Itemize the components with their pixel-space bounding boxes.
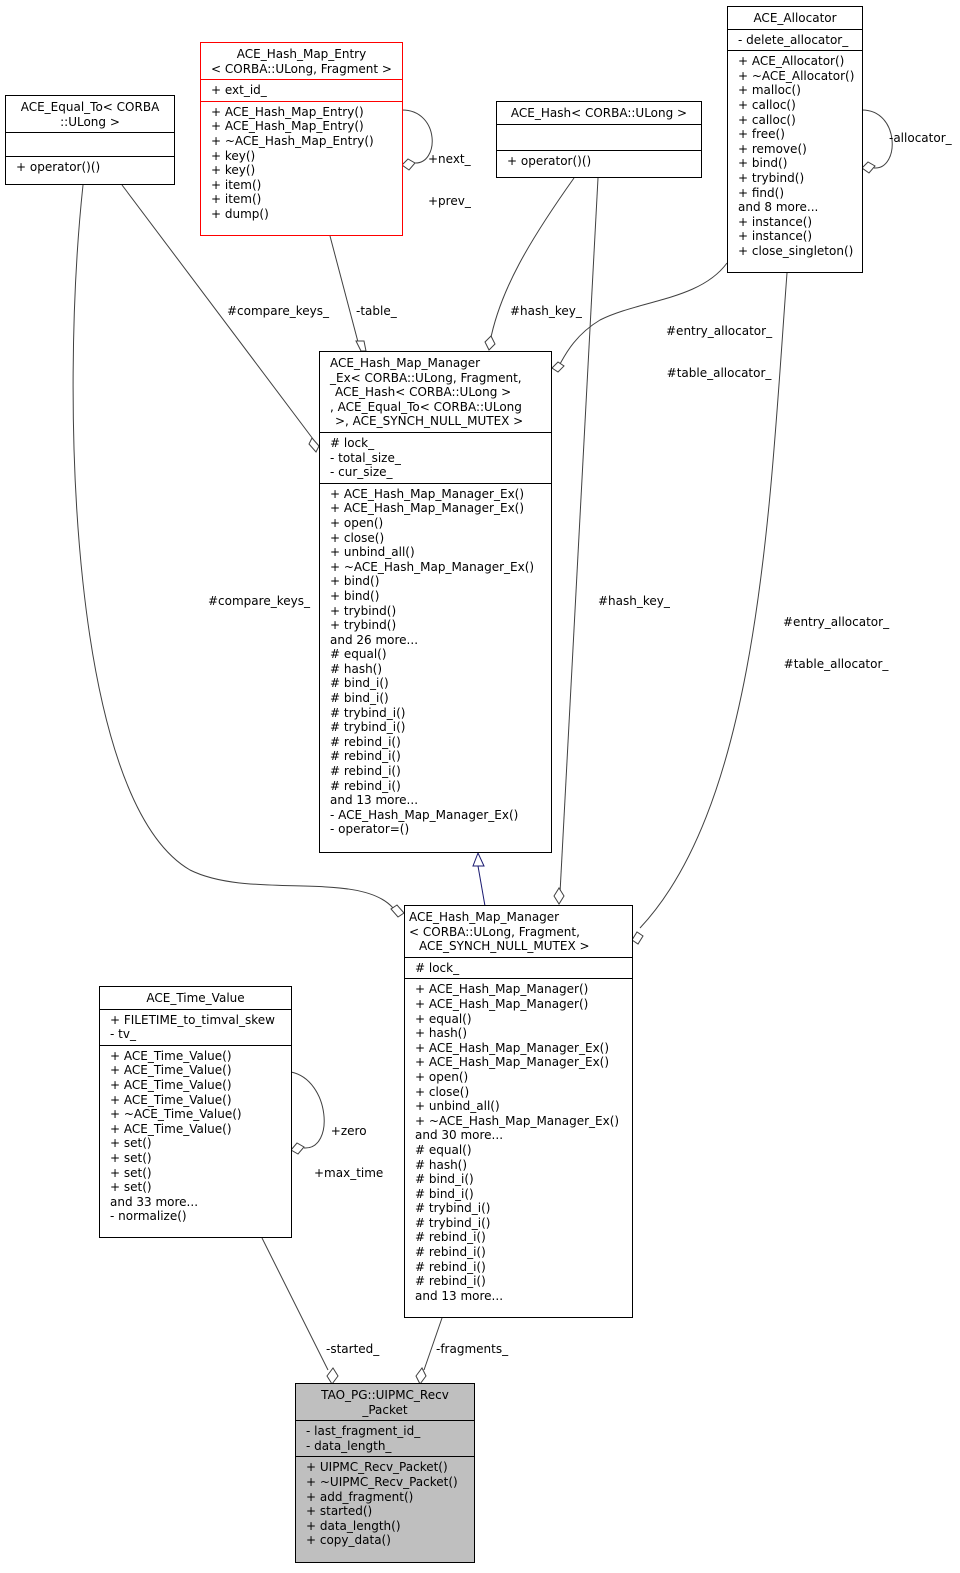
label-compare-keys-mid: #compare_keys_ (208, 594, 310, 608)
methods-section: + ACE_Time_Value() + ACE_Time_Value() + … (100, 1044, 291, 1227)
class-time-value[interactable]: ACE_Time_Value + FILETIME_to_timval_skew… (99, 986, 292, 1238)
edge-allocator-self (861, 109, 893, 169)
label-allocator-top: #entry_allocator_ #table_allocator_ (666, 324, 773, 380)
label-allocator-mid: #entry_allocator_ #table_allocator_ (783, 615, 890, 671)
class-title: ACE_Hash_Map_Manager _Ex< CORBA::ULong, … (330, 356, 524, 429)
class-title: ACE_Equal_To< CORBA ::ULong > (20, 100, 160, 129)
diamond-started (326, 1367, 339, 1385)
attributes-section (497, 123, 701, 150)
class-title: TAO_PG::UIPMC_Recv _Packet (321, 1388, 449, 1417)
edge-started (261, 1237, 329, 1371)
class-hash-map-manager-ex[interactable]: ACE_Hash_Map_Manager _Ex< CORBA::ULong, … (319, 351, 552, 853)
attributes-section: - last_fragment_id_ - data_length_ (296, 1420, 474, 1456)
methods-section: + ACE_Hash_Map_Manager_Ex() + ACE_Hash_M… (320, 482, 551, 840)
diamond-compare-keys-top (308, 437, 320, 453)
methods-section: + operator()() (497, 149, 701, 172)
diamond-table (355, 340, 367, 352)
edge-allocator-top (559, 262, 728, 365)
label-compare-keys-top: #compare_keys_ (227, 304, 329, 318)
diamond-allocator-self (861, 161, 876, 174)
attributes-section (6, 132, 174, 156)
edge-inheritance (477, 865, 486, 907)
edge-compare-keys-top (121, 184, 317, 444)
label-next-prev: +next_ +prev_ (428, 152, 471, 208)
edge-hash-key-mid (559, 177, 599, 894)
attributes-section: + FILETIME_to_timval_skew - tv_ (100, 1008, 291, 1045)
methods-section: + UIPMC_Recv_Packet() + ~UIPMC_Recv_Pack… (296, 1456, 474, 1551)
label-started: -started_ (326, 1342, 380, 1356)
label-allocator-self: -allocator_ (889, 131, 952, 145)
edge-hash-key-top (489, 177, 575, 343)
edge-entry-self (401, 109, 433, 164)
methods-section: + ACE_Allocator() + ~ACE_Allocator() + m… (728, 50, 862, 261)
attributes-section: + ext_id_ (201, 79, 402, 101)
class-equal-to[interactable]: ACE_Equal_To< CORBA ::ULong > + operator… (5, 95, 175, 185)
diamond-hash-key-mid (553, 887, 565, 905)
diamond-hash-key-top (484, 335, 496, 351)
class-title: ACE_Hash< CORBA::ULong > (510, 106, 688, 120)
edge-allocator-mid (639, 272, 788, 929)
class-hash-map-manager[interactable]: ACE_Hash_Map_Manager < CORBA::ULong, Fra… (404, 905, 633, 1318)
edge-compare-keys-mid (72, 184, 394, 909)
methods-section: + ACE_Hash_Map_Entry() + ACE_Hash_Map_En… (201, 100, 402, 225)
diamond-allocator-top (551, 361, 565, 373)
methods-section: + ACE_Hash_Map_Manager() + ACE_Hash_Map_… (405, 978, 632, 1306)
class-allocator[interactable]: ACE_Allocator - delete_allocator_ + ACE_… (727, 6, 863, 273)
class-title: ACE_Time_Value (146, 991, 245, 1005)
edge-timevalue-self (290, 1071, 325, 1149)
attributes-section: - delete_allocator_ (728, 28, 862, 51)
class-recv-packet[interactable]: TAO_PG::UIPMC_Recv _Packet - last_fragme… (295, 1383, 475, 1563)
class-title: ACE_Hash_Map_Manager < CORBA::ULong, Fra… (409, 910, 590, 954)
label-hash-key-mid: #hash_key_ (598, 594, 670, 608)
label-zero-max-time: +zero +max_time (314, 1124, 384, 1180)
edge-table (329, 235, 359, 343)
diamond-entry-self (401, 158, 416, 171)
diamond-allocator-mid (631, 931, 644, 945)
class-title: ACE_Hash_Map_Entry < CORBA::ULong, Fragm… (211, 47, 392, 76)
attributes-section: # lock_ (405, 956, 632, 979)
attributes-section: # lock_ - total_size_ - cur_size_ (320, 431, 551, 483)
inheritance-arrowhead (472, 851, 485, 867)
methods-section: + operator()() (6, 156, 174, 178)
diamond-compare-keys-mid (390, 904, 405, 918)
edge-fragments (423, 1317, 443, 1371)
class-title: ACE_Allocator (753, 11, 837, 25)
label-table: -table_ (356, 304, 397, 318)
label-hash-key-top: #hash_key_ (510, 304, 582, 318)
diamond-timevalue-self (290, 1142, 305, 1155)
class-hash-map-entry[interactable]: ACE_Hash_Map_Entry < CORBA::ULong, Fragm… (200, 42, 403, 236)
class-ace-hash[interactable]: ACE_Hash< CORBA::ULong > + operator()() (496, 101, 702, 178)
label-fragments: -fragments_ (436, 1342, 509, 1356)
diamond-fragments (415, 1367, 427, 1385)
